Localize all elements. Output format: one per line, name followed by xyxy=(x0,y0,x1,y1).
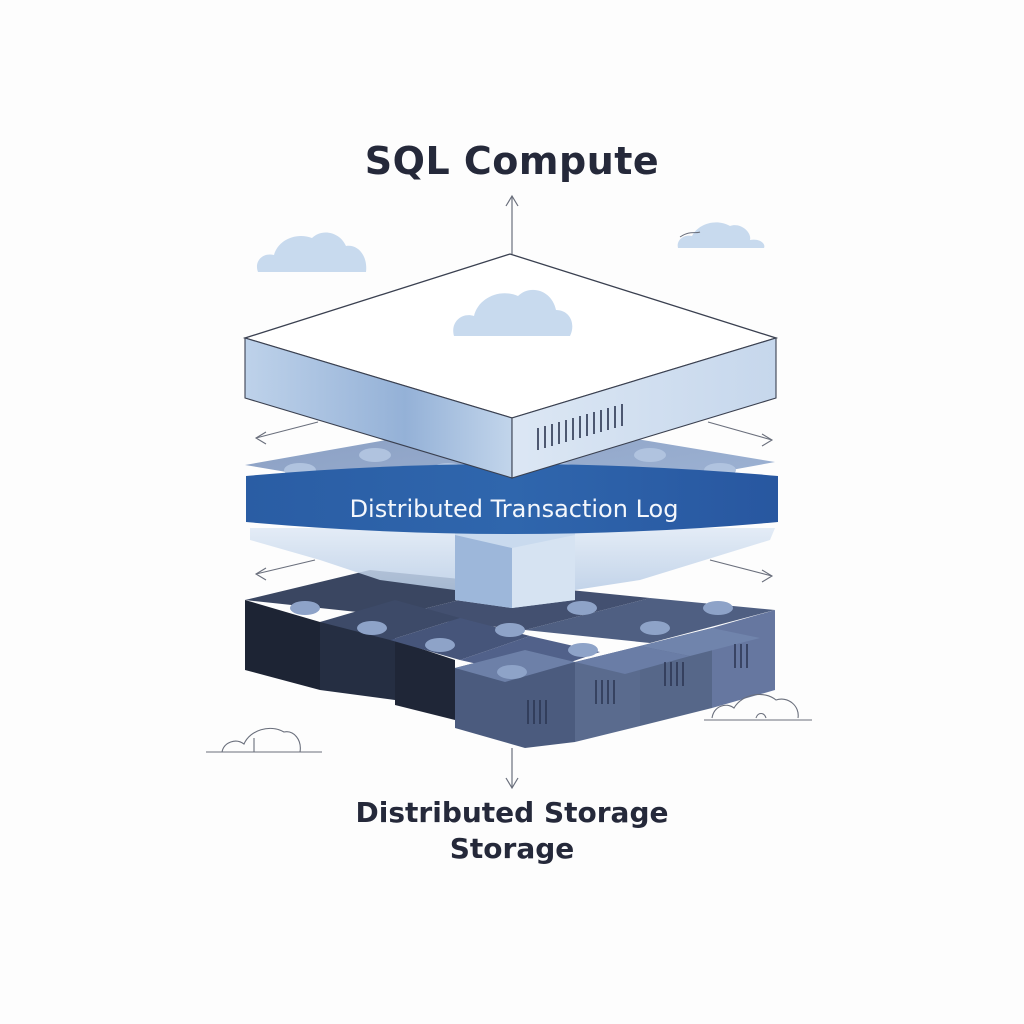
transaction-log-label: Distributed Transaction Log xyxy=(350,495,679,523)
vent-icon xyxy=(537,404,623,450)
distributed-storage-layer xyxy=(245,570,775,748)
bidirectional-arrow-icon xyxy=(254,421,774,447)
storage-label: Storage xyxy=(450,832,575,865)
cloud-icon xyxy=(704,693,812,721)
bidirectional-arrow-icon xyxy=(254,559,774,583)
cloud-icon xyxy=(206,727,322,753)
cloud-icon xyxy=(256,232,367,272)
sql-compute-layer xyxy=(242,253,779,479)
vent-icon xyxy=(527,644,748,724)
distributed-storage-label: Distributed Storage xyxy=(356,796,669,829)
cloud-icon xyxy=(677,222,765,248)
sql-compute-label: SQL Compute xyxy=(365,139,659,183)
transaction-log-layer: Distributed Transaction Log xyxy=(245,418,778,608)
cloud-icon xyxy=(453,289,573,336)
arrow-down-icon xyxy=(505,748,519,790)
arrow-up-icon xyxy=(505,194,519,254)
